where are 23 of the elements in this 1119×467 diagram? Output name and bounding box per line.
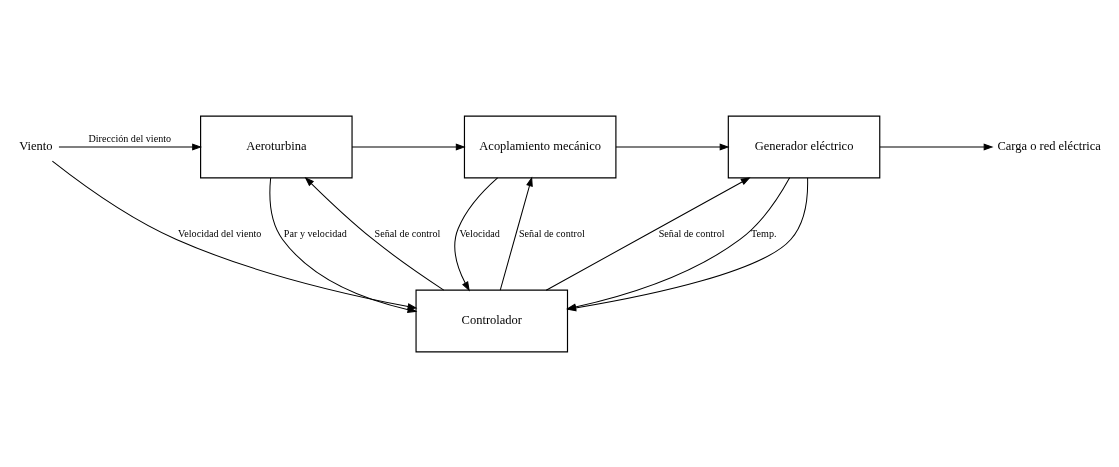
node-text: Viento — [19, 138, 53, 153]
arrow — [304, 176, 445, 291]
edge-label: Señal de control — [374, 227, 441, 239]
arrow — [499, 176, 533, 291]
arrow — [58, 143, 202, 150]
edge-label: Temp. — [751, 227, 777, 239]
arrow — [51, 160, 418, 310]
edge-label: Señal de control — [658, 227, 725, 239]
edge-label: Señal de control — [518, 227, 585, 239]
edge-label: Velocidad — [459, 227, 500, 239]
arrow — [351, 143, 466, 150]
edge-label: Dirección del viento — [88, 132, 172, 144]
edge-label: Velocidad del viento — [178, 227, 262, 239]
node-box: Aeroturbina — [200, 115, 353, 178]
arrow — [545, 176, 751, 291]
node-box: Controlador — [415, 289, 569, 352]
node-box: Generador eléctrico — [727, 115, 881, 178]
arrow — [879, 143, 994, 150]
arrow — [454, 176, 499, 291]
arrow — [615, 143, 730, 150]
edge-label: Par y velocidad — [283, 227, 347, 239]
node-text: Carga o red eléctrica — [997, 138, 1101, 153]
node-box: Acoplamiento mecánico — [463, 115, 617, 178]
